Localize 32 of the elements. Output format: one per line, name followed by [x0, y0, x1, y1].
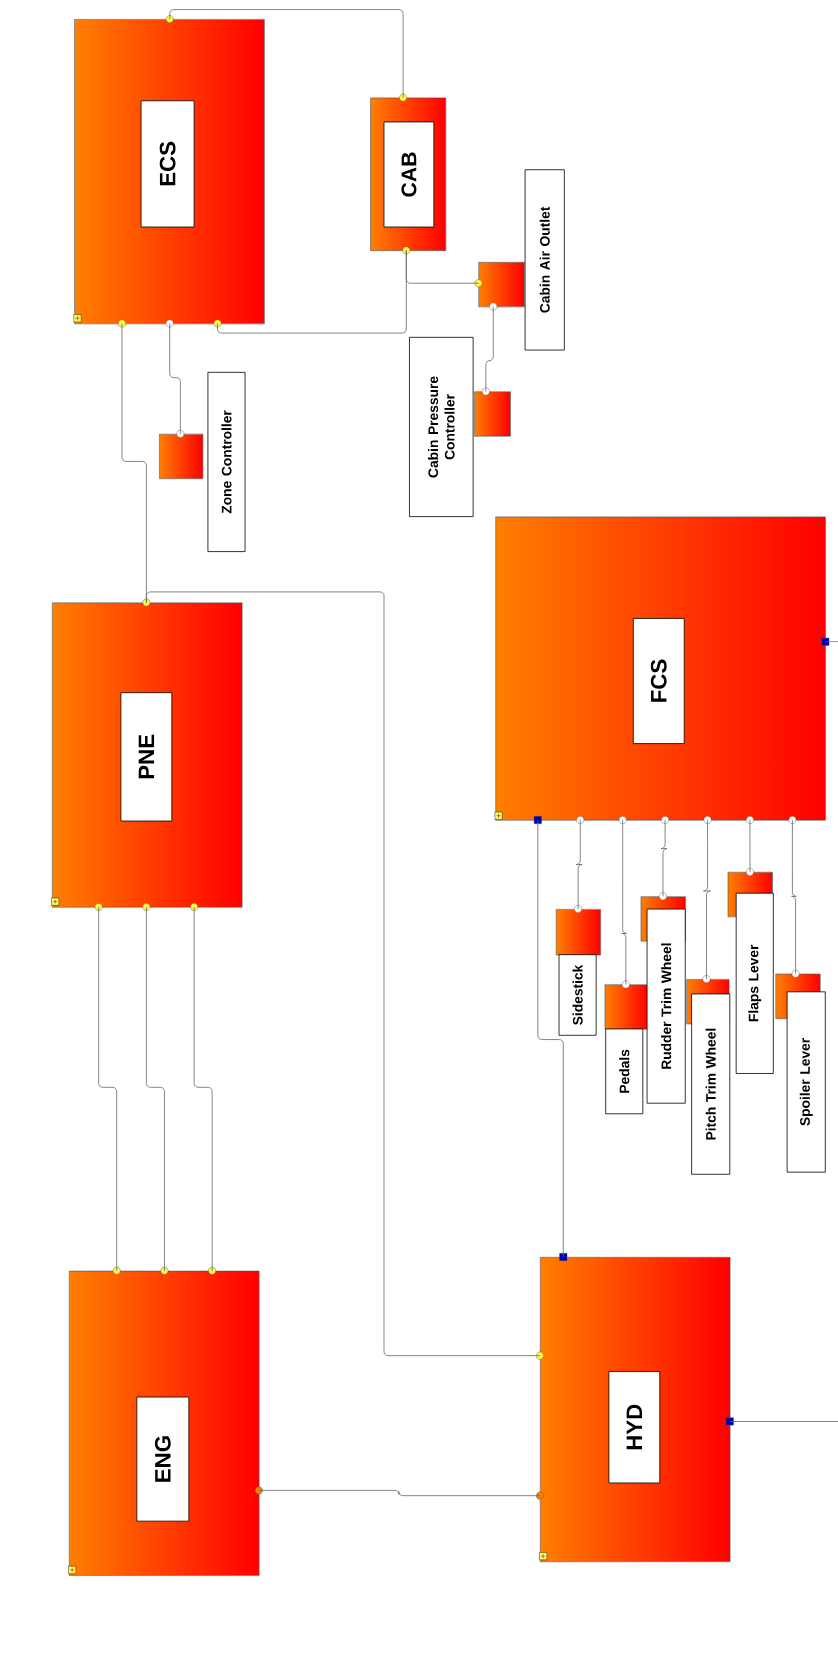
connector-line — [791, 819, 797, 975]
connector-line — [621, 819, 628, 985]
name-label: ENG — [136, 1396, 190, 1522]
name-label: CAB — [383, 121, 435, 228]
name-label: Cabin Air Outlet — [524, 169, 565, 351]
name-label: Cabin Pressure Controller — [409, 336, 474, 517]
connector-line — [258, 1490, 541, 1497]
connector-line — [169, 323, 181, 435]
name-label: Sidestick — [558, 954, 597, 1036]
connector-line — [537, 819, 564, 1258]
connector-line — [98, 906, 118, 1272]
name-label: Spoiler Lever — [786, 991, 826, 1173]
connector-line — [485, 306, 494, 392]
connector-line — [703, 819, 711, 980]
name-label: PNE — [120, 692, 173, 822]
name-label: Pedals — [605, 1028, 644, 1115]
name-label: ECS — [140, 100, 195, 228]
connector-line — [146, 906, 165, 1272]
connector-line — [405, 249, 479, 284]
connector-line — [729, 1421, 838, 1422]
name-label: Rudder Trim Wheel — [646, 908, 686, 1104]
connector-line — [660, 819, 668, 897]
connector-line — [824, 641, 838, 643]
name-label: Pitch Trim Wheel — [691, 993, 731, 1175]
name-label: HYD — [608, 1371, 661, 1484]
connector-line — [146, 591, 541, 1357]
connector-line — [749, 819, 751, 873]
name-label: Zone Controller — [207, 371, 246, 552]
connector-line — [575, 819, 583, 910]
connector-line — [193, 906, 213, 1272]
name-label: FCS — [632, 618, 685, 744]
name-label: Flaps Lever — [735, 892, 774, 1074]
